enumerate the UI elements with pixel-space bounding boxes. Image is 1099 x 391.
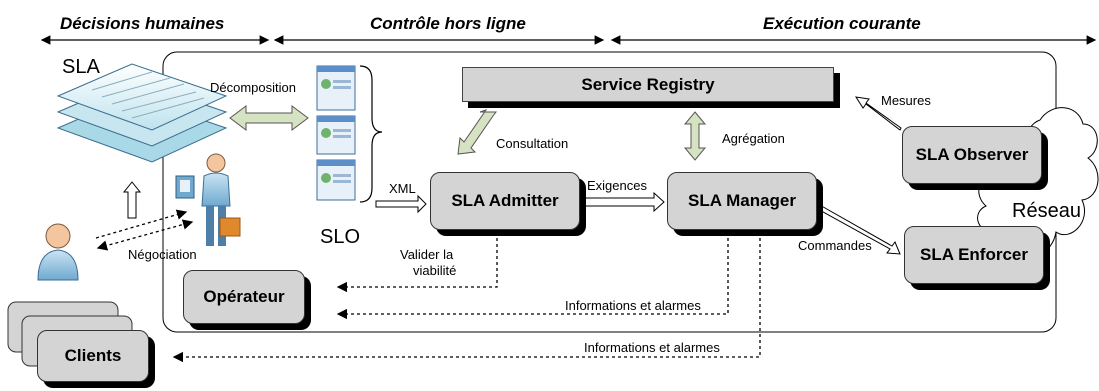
client-person-icon <box>37 223 79 281</box>
info-alarms-clients-label: Informations et alarmes <box>584 340 720 355</box>
service-registry-box: Service Registry <box>462 67 834 102</box>
commands-arrow <box>815 203 901 255</box>
aggregation-arrow <box>683 111 707 161</box>
slo-label: SLO <box>320 226 361 248</box>
sla-manager-box: SLA Manager <box>667 172 817 230</box>
consultation-arrow <box>457 109 497 155</box>
measures-label: Mesures <box>881 93 931 108</box>
aggregation-label: Agrégation <box>722 131 785 146</box>
validate-label-line1: Valider la <box>400 247 454 262</box>
feedback-lines <box>172 232 761 363</box>
sla-observer-box: SLA Observer <box>902 126 1042 184</box>
sla-label: SLA <box>62 56 100 78</box>
network-label: Réseau <box>1012 200 1081 222</box>
xml-arrow <box>375 194 427 214</box>
negotiation-label: Négociation <box>128 247 197 262</box>
phase-runtime-execution: Exécution courante <box>763 14 921 33</box>
client-to-sla-arrow <box>122 181 142 219</box>
validate-label-line2: viabilité <box>413 263 457 278</box>
sla-document-icon <box>56 63 228 163</box>
negotiation-arrow <box>96 219 194 251</box>
consultation-label: Consultation <box>496 136 569 151</box>
requirements-label: Exigences <box>587 178 647 193</box>
measures-arrow <box>854 96 902 131</box>
requirements-arrow <box>578 191 665 213</box>
xml-label: XML <box>389 181 416 196</box>
decomposition-label: Décomposition <box>210 80 296 95</box>
phase-offline-control: Contrôle hors ligne <box>370 14 526 33</box>
slo-document-icons <box>316 65 356 201</box>
operator-box: Opérateur <box>183 270 305 324</box>
slo-brace <box>359 65 383 203</box>
sla-enforcer-box: SLA Enforcer <box>904 226 1044 284</box>
sla-admitter-box: SLA Admitter <box>430 172 580 230</box>
decomposition-arrow <box>229 105 309 131</box>
commands-label: Commandes <box>798 238 872 253</box>
clients-box: Clients <box>37 330 149 382</box>
businessman-icon <box>175 153 241 246</box>
phase-human-decisions: Décisions humaines <box>60 14 225 33</box>
info-alarms-operator-label: Informations et alarmes <box>565 298 701 313</box>
